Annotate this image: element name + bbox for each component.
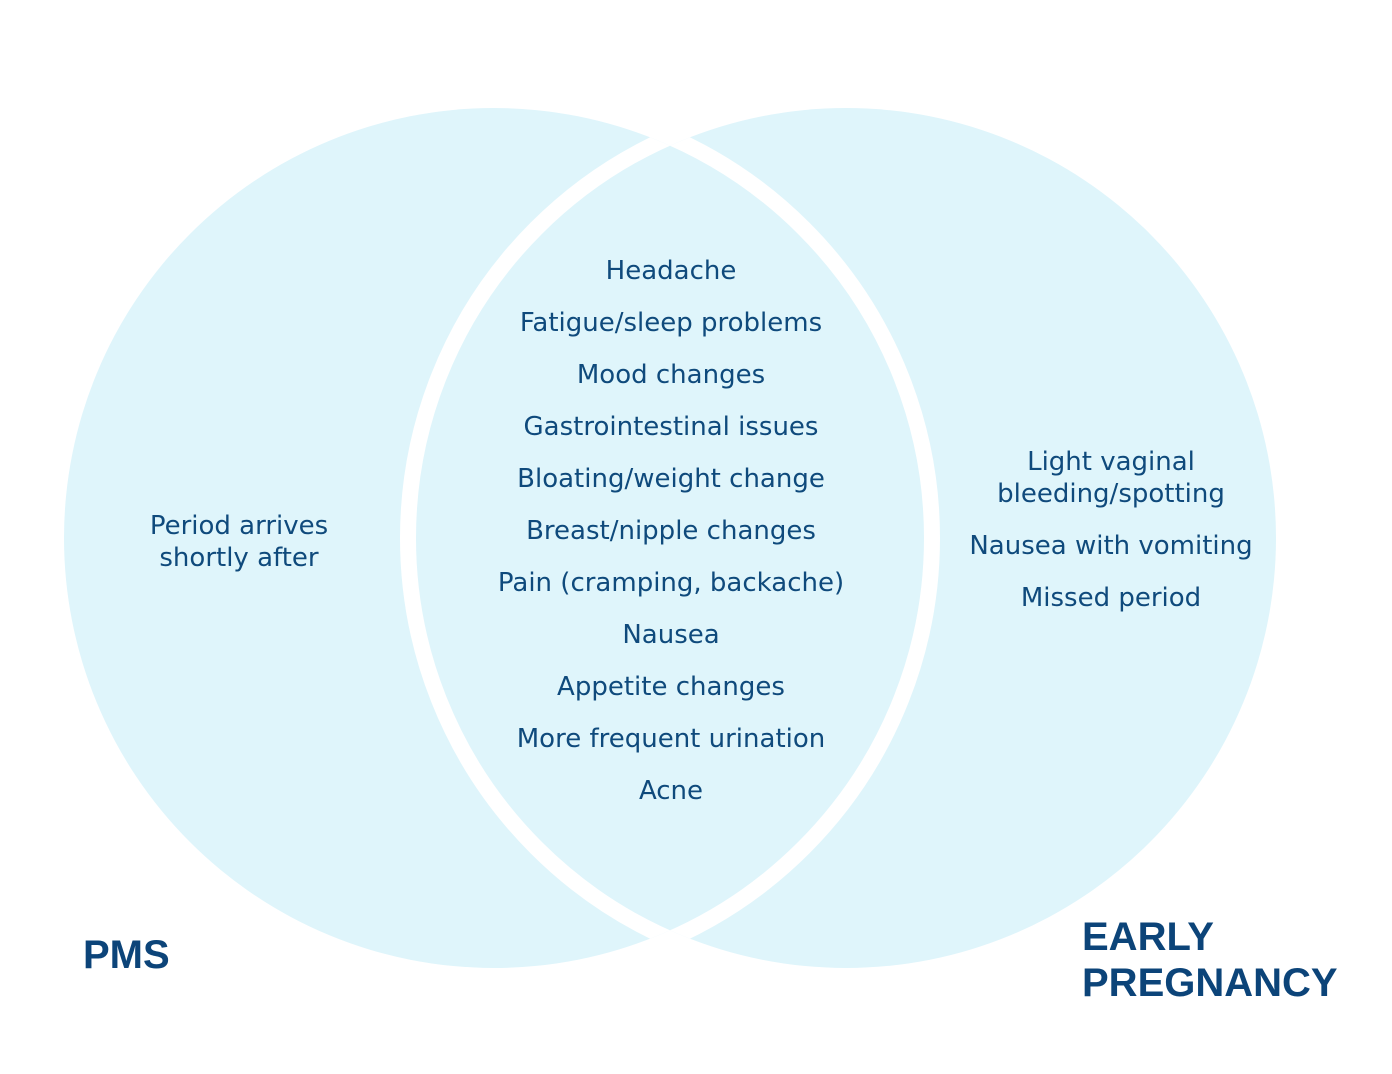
overlap-item-line: Bloating/weight change — [517, 464, 825, 494]
overlap-item: Mood changes — [577, 360, 765, 390]
early-pregnancy-label-text-line: EARLY — [1082, 915, 1214, 959]
overlap-item: Gastrointestinal issues — [524, 412, 819, 442]
pms-label-text: PMS — [83, 933, 170, 977]
overlap-item-line: Mood changes — [577, 360, 765, 390]
overlap-item-line: Appetite changes — [557, 672, 785, 702]
early-pregnancy-item: Missed period — [1021, 583, 1201, 613]
early-pregnancy-item-line: Light vaginal — [1027, 447, 1195, 477]
overlap-item-line: Breast/nipple changes — [526, 516, 816, 546]
pms-label: PMS — [83, 933, 170, 977]
overlap-separator-left-arc — [400, 108, 924, 968]
early-pregnancy-item-line: Nausea with vomiting — [969, 531, 1252, 561]
overlap-item: Fatigue/sleep problems — [520, 308, 822, 338]
right-circle-early-pregnancy — [416, 108, 1276, 968]
overlap-item-line: Gastrointestinal issues — [524, 412, 819, 442]
overlap-item: Headache — [606, 256, 737, 286]
early-pregnancy-item-line: bleeding/spotting — [997, 479, 1225, 509]
overlap-item: Breast/nipple changes — [526, 516, 816, 546]
pms-label-text-line: PMS — [83, 933, 170, 977]
overlap-item-line: More frequent urination — [517, 724, 826, 754]
early-pregnancy-label-text-line: PREGNANCY — [1082, 961, 1338, 1005]
overlap-item-line: Headache — [606, 256, 737, 286]
overlap-item: Nausea — [622, 620, 719, 650]
overlap-item: Pain (cramping, backache) — [498, 568, 844, 598]
overlap-item: More frequent urination — [517, 724, 826, 754]
overlap-separator-right-arc — [416, 108, 940, 968]
early-pregnancy-item: Nausea with vomiting — [969, 531, 1252, 561]
pms-item-line: shortly after — [159, 543, 319, 573]
overlap-item-line: Acne — [639, 776, 703, 806]
overlap-item-line: Pain (cramping, backache) — [498, 568, 844, 598]
overlap-item: Acne — [639, 776, 703, 806]
overlap-item-line: Fatigue/sleep problems — [520, 308, 822, 338]
early-pregnancy-item-line: Missed period — [1021, 583, 1201, 613]
overlap-item: Bloating/weight change — [517, 464, 825, 494]
pms-item-line: Period arrives — [150, 511, 328, 541]
overlap-item-line: Nausea — [622, 620, 719, 650]
overlap-item: Appetite changes — [557, 672, 785, 702]
